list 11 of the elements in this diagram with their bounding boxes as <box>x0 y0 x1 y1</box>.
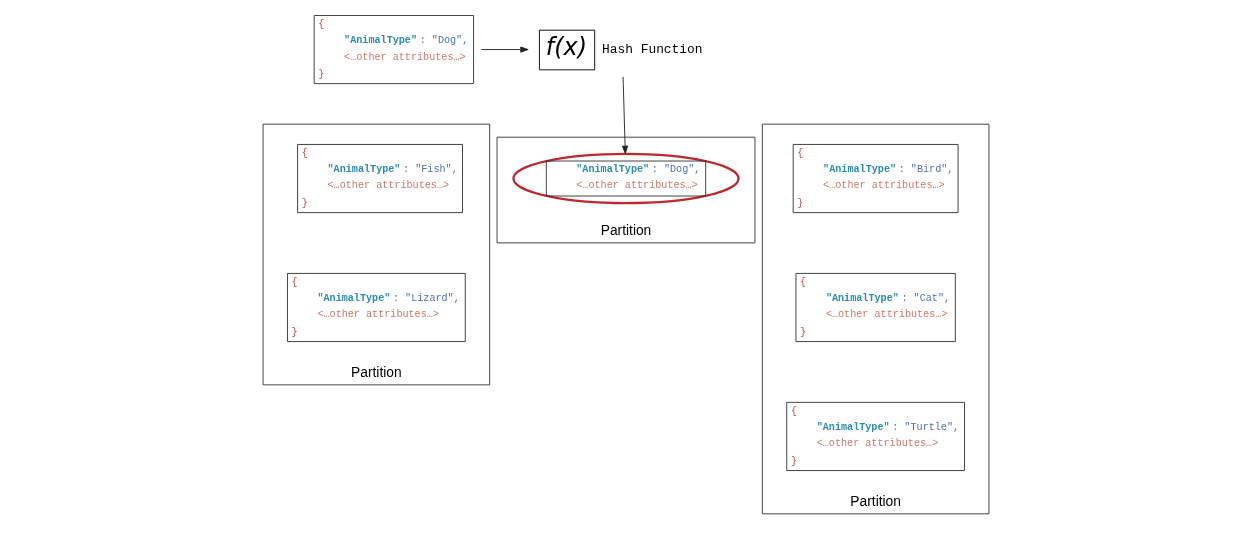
node-box: { "AnimalType": "Fish", <…other attributes…> } <box>296 144 463 214</box>
node-box: f(x) <box>538 29 595 71</box>
node-ellipse: "AnimalType": "Dog", <…other attributes…> <box>511 152 740 205</box>
node-box: { "AnimalType": "Bird", <…other attributes…> } <box>792 144 959 214</box>
node-label: Hash Function <box>601 42 702 58</box>
arrow <box>621 76 628 154</box>
arrow <box>480 46 529 53</box>
node-box: { "AnimalType": "Dog", <…other attributes…> } <box>313 15 474 85</box>
node-box: { "AnimalType": "Lizard", <…other attributes…> } <box>286 272 466 343</box>
node-box: { "AnimalType": "Turtle", <…other attributes…> } <box>785 401 965 471</box>
node-box: { "AnimalType": "Cat", <…other attributes…> } <box>795 272 956 343</box>
